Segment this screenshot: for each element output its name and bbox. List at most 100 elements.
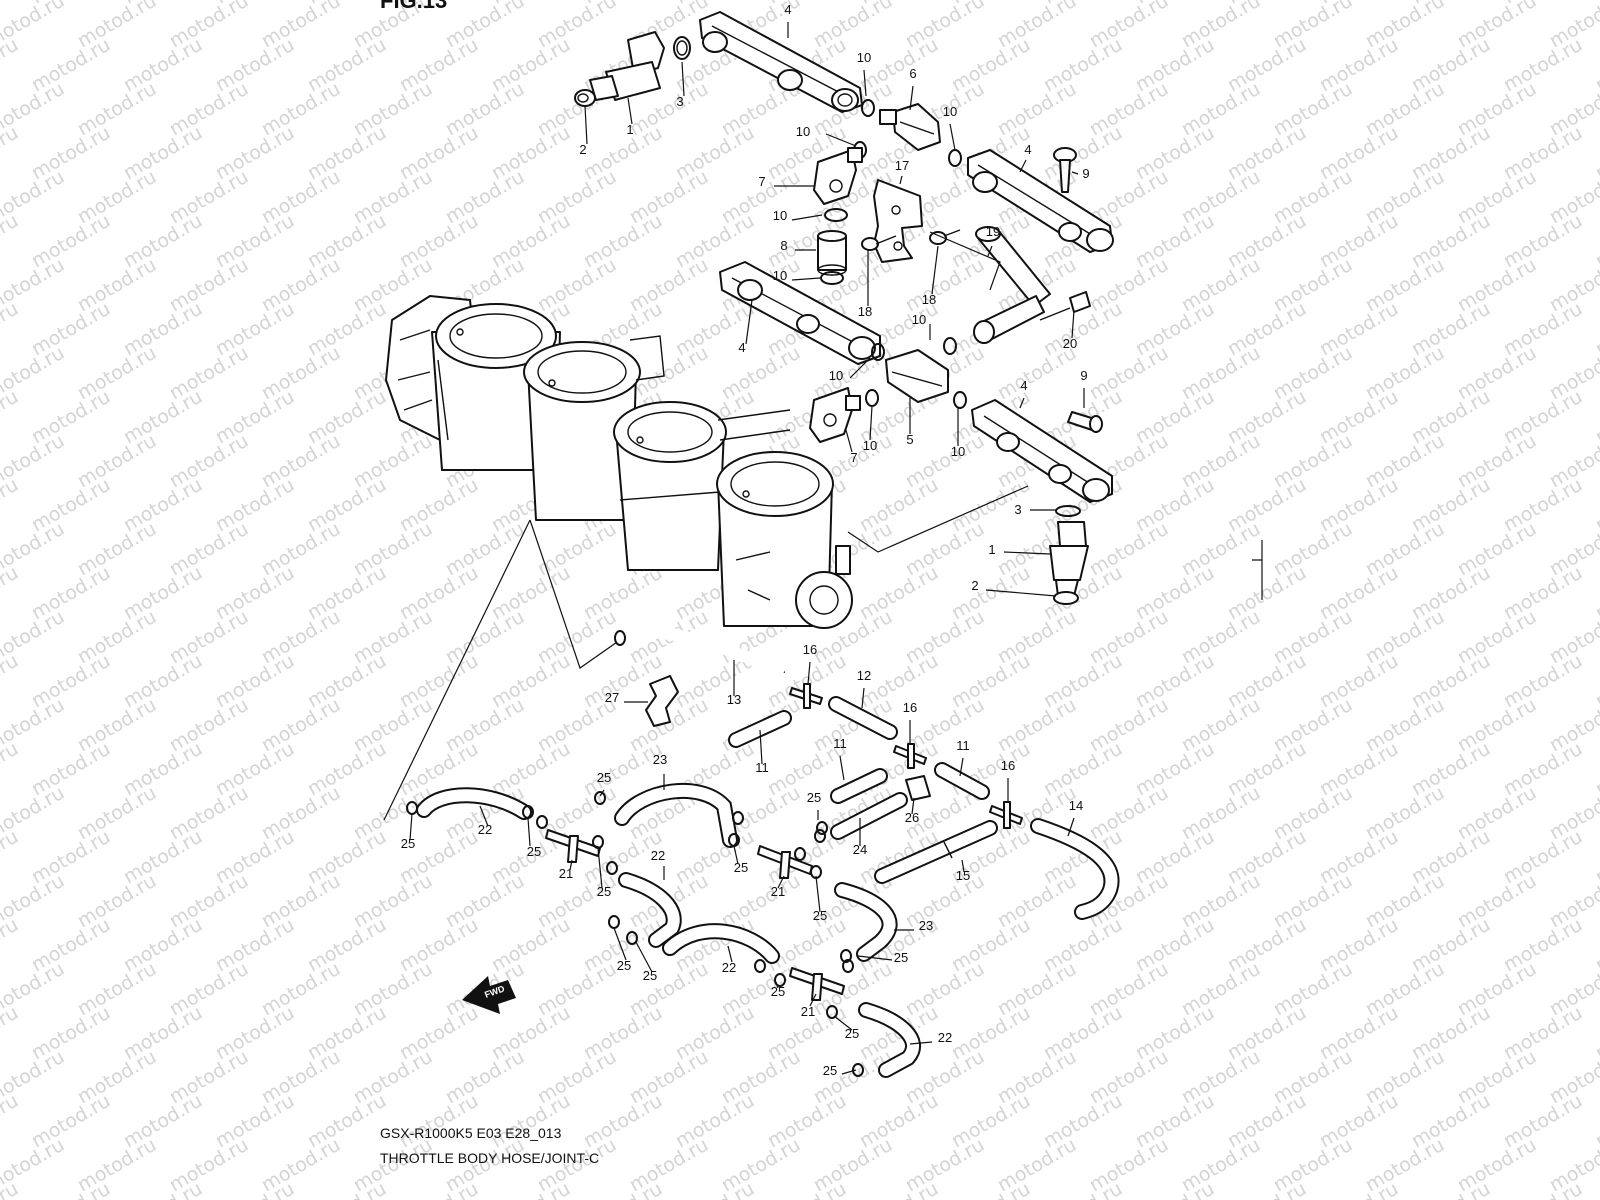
- screw-18-b[interactable]: [929, 229, 961, 245]
- hose-clamp-25[interactable]: [842, 959, 854, 973]
- callout-number: 5: [906, 432, 913, 447]
- t-joint-21-c[interactable]: [789, 967, 845, 1001]
- throttle-body-assembly[interactable]: [385, 295, 853, 629]
- o-ring-10-e[interactable]: [820, 271, 844, 285]
- fuel-rail-right[interactable]: [967, 149, 1114, 253]
- joint-6[interactable]: [879, 103, 941, 151]
- bolt-9-bottom[interactable]: [1067, 411, 1103, 433]
- hose-clamp-25[interactable]: [774, 973, 786, 987]
- leader-line: [807, 661, 811, 685]
- hose-11-c[interactable]: [934, 762, 990, 800]
- bolt-9-top[interactable]: [1053, 147, 1077, 193]
- watermark-text: motod.ru: [1500, 1178, 1586, 1200]
- o-ring-10-h[interactable]: [865, 389, 879, 407]
- leader-line: [627, 97, 633, 125]
- hose-clamp-25[interactable]: [536, 815, 548, 829]
- fuel-rail-top[interactable]: [699, 11, 863, 113]
- leader-line: [613, 927, 627, 961]
- callout-number: 3: [676, 94, 683, 109]
- joint-8[interactable]: [817, 230, 847, 276]
- watermark-text: motod.ru: [212, 1178, 298, 1200]
- callout-number: 16: [903, 700, 917, 715]
- o-ring-3-bottom[interactable]: [1055, 505, 1081, 517]
- hose-14[interactable]: [1030, 818, 1120, 920]
- hose-clamp-25[interactable]: [592, 835, 604, 849]
- hose-clamp-25[interactable]: [840, 949, 852, 963]
- callout-number: 10: [773, 208, 787, 223]
- callout-number: 21: [771, 884, 785, 899]
- o-ring-10-d[interactable]: [824, 208, 848, 222]
- leader-line: [569, 859, 573, 871]
- hose-clamp-25[interactable]: [816, 821, 828, 835]
- o-ring-3-top[interactable]: [673, 36, 691, 60]
- leader-line: [479, 805, 489, 827]
- o-ring-10-i[interactable]: [943, 337, 957, 355]
- watermark-text: motod.ru: [0, 1002, 22, 1065]
- hose-clamp-25[interactable]: [594, 791, 606, 805]
- clip-27[interactable]: [645, 675, 679, 727]
- bracket-17[interactable]: [873, 179, 923, 263]
- callout-number: 24: [853, 842, 867, 857]
- hose-15[interactable]: [874, 820, 998, 884]
- hose-clamp-25[interactable]: [794, 847, 806, 861]
- callout-number: 25: [401, 836, 415, 851]
- hose-clamp-25[interactable]: [626, 931, 638, 945]
- hose-23-b[interactable]: [834, 882, 898, 962]
- callout-number: 10: [951, 444, 965, 459]
- callout-number: 10: [912, 312, 926, 327]
- injector-bottom[interactable]: [1049, 521, 1089, 605]
- hose-clamp-25[interactable]: [732, 811, 744, 825]
- hose-clamp-25[interactable]: [608, 915, 620, 929]
- watermark-text: motod.ru: [856, 1178, 942, 1200]
- leader-line: [961, 859, 965, 873]
- o-ring-10-a[interactable]: [861, 99, 875, 117]
- hose-22-b[interactable]: [618, 872, 682, 948]
- callout-number: 26: [905, 810, 919, 825]
- hose-24[interactable]: [830, 792, 908, 840]
- leader-line: [909, 1041, 933, 1045]
- hose-13[interactable]: [614, 626, 787, 678]
- callout-number: 7: [850, 450, 857, 465]
- watermark-text: motod.ru: [0, 650, 22, 713]
- callout-number: 22: [938, 1030, 952, 1045]
- bolt-20[interactable]: [1039, 291, 1091, 321]
- hose-clamp-25[interactable]: [754, 959, 766, 973]
- fuel-rail-bottom[interactable]: [971, 399, 1113, 503]
- watermark-text: motod.ru: [1592, 298, 1600, 361]
- hose-22-d[interactable]: [858, 1002, 921, 1078]
- o-ring-10-g[interactable]: [953, 391, 967, 409]
- screw-18-a[interactable]: [861, 235, 897, 251]
- elbow-7-bottom[interactable]: [809, 387, 861, 443]
- hose-clamp-25[interactable]: [814, 829, 826, 843]
- hose-clamp-25[interactable]: [852, 1063, 864, 1077]
- elbow-7-top[interactable]: [813, 147, 863, 205]
- callout-number: 4: [784, 2, 791, 17]
- leader-line: [849, 357, 871, 379]
- callout-number: 2: [579, 142, 586, 157]
- hose-12[interactable]: [828, 696, 898, 740]
- injector-top[interactable]: [574, 31, 665, 107]
- watermark-text: motod.ru: [1592, 562, 1600, 625]
- watermark-text: motod.ru: [396, 1178, 482, 1200]
- pipe-19[interactable]: [973, 226, 1051, 344]
- o-ring-10-f[interactable]: [871, 343, 885, 361]
- group-lines: [383, 231, 1263, 821]
- leader-line: [584, 105, 588, 145]
- hose-22-a[interactable]: [416, 787, 532, 820]
- hose-22-c[interactable]: [662, 923, 780, 964]
- leader-line: [733, 845, 739, 865]
- watermark-text: motod.ru: [1592, 474, 1600, 537]
- hose-11-a[interactable]: [728, 710, 792, 748]
- hose-11-b[interactable]: [830, 768, 888, 804]
- joint-16-b[interactable]: [893, 743, 927, 769]
- hose-23-a[interactable]: [614, 782, 738, 848]
- clamp-26[interactable]: [905, 775, 931, 801]
- leader-line: [911, 797, 915, 815]
- callout-number: 21: [559, 866, 573, 881]
- hose-clamp-25[interactable]: [606, 861, 618, 875]
- hose-clamp-25[interactable]: [826, 1005, 838, 1019]
- joint-5[interactable]: [885, 349, 949, 403]
- t-joint-21-b[interactable]: [757, 845, 813, 879]
- fuel-rail-left[interactable]: [719, 261, 881, 365]
- t-joint-21-a[interactable]: [545, 829, 601, 863]
